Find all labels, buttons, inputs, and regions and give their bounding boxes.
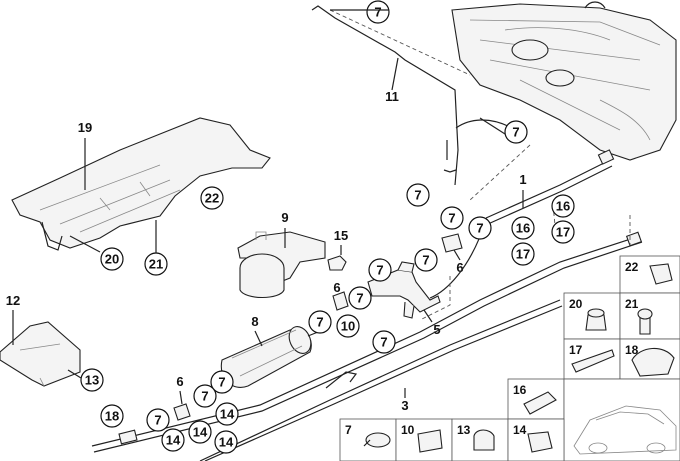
- part-label-9: 9: [281, 210, 288, 225]
- svg-text:14: 14: [193, 425, 208, 440]
- svg-text:7: 7: [512, 125, 519, 140]
- callout-14-a: 14: [215, 402, 239, 426]
- legend-label-22: 22: [625, 260, 639, 274]
- callout-21: 21: [144, 252, 168, 276]
- callout-20: 20: [100, 247, 124, 271]
- callout-16-a: 16: [551, 194, 575, 218]
- callout-7-f: 7: [308, 310, 332, 334]
- callout-7-i: 7: [193, 384, 217, 408]
- legend-part-icons: [363, 263, 675, 453]
- svg-text:7: 7: [476, 221, 483, 236]
- legend-label-17: 17: [569, 343, 583, 357]
- legend-labels: 22 20 21 17 18 16 7 10 13 14: [345, 260, 639, 437]
- callout-7-top: 7: [366, 0, 390, 24]
- svg-text:7: 7: [414, 188, 421, 203]
- part-label-1: 1: [519, 172, 526, 187]
- part-label-6c: 6: [176, 374, 183, 389]
- svg-text:17: 17: [556, 225, 570, 240]
- legend-label-10: 10: [401, 423, 415, 437]
- callout-7-d: 7: [368, 258, 392, 282]
- part-label-19: 19: [78, 120, 92, 135]
- filter-housing-9: [237, 231, 326, 299]
- svg-text:7: 7: [376, 263, 383, 278]
- legend-label-7: 7: [345, 423, 352, 437]
- fuel-tank-illustration: [451, 1, 677, 161]
- svg-text:7: 7: [448, 211, 455, 226]
- part-label-6b: 6: [456, 260, 463, 275]
- callout-10: 10: [336, 314, 360, 338]
- svg-text:7: 7: [374, 5, 381, 20]
- callout-7-vent: 7: [406, 183, 430, 207]
- svg-text:14: 14: [220, 407, 235, 422]
- svg-text:7: 7: [201, 389, 208, 404]
- callout-7-a: 7: [440, 206, 464, 230]
- fitting-right: [625, 231, 643, 247]
- svg-text:14: 14: [219, 435, 234, 450]
- part-label-3: 3: [401, 398, 408, 413]
- part-label-12: 12: [6, 293, 20, 308]
- legend-label-16: 16: [513, 383, 527, 397]
- svg-text:16: 16: [516, 221, 530, 236]
- callout-7-b: 7: [468, 216, 492, 240]
- clip-6c: [173, 403, 191, 421]
- underbody-shield-19: [11, 117, 271, 251]
- svg-text:18: 18: [105, 409, 119, 424]
- vent-line-11: [311, 5, 511, 186]
- tee-connector-5: [367, 261, 441, 319]
- callout-14-c: 14: [188, 420, 212, 444]
- svg-text:7: 7: [154, 413, 161, 428]
- svg-text:20: 20: [105, 252, 119, 267]
- legend-grid: [339, 255, 680, 461]
- callout-7-c: 7: [414, 248, 438, 272]
- legend-label-18: 18: [625, 343, 639, 357]
- svg-text:16: 16: [556, 199, 570, 214]
- fitting-left: [118, 429, 138, 445]
- callout-18: 18: [100, 404, 124, 428]
- part-label-6a: 6: [333, 280, 340, 295]
- bracket-12: [0, 321, 81, 387]
- legend-label-13: 13: [457, 423, 471, 437]
- clip-6a: [332, 291, 349, 311]
- callout-leaders: [67, 9, 506, 379]
- svg-text:7: 7: [380, 335, 387, 350]
- callout-7-e: 7: [348, 286, 372, 310]
- part-label-11: 11: [385, 89, 399, 104]
- svg-text:21: 21: [149, 257, 163, 272]
- part-label-15: 15: [334, 228, 348, 243]
- svg-text:14: 14: [166, 433, 181, 448]
- svg-text:22: 22: [205, 191, 219, 206]
- fitting-top: [597, 149, 615, 165]
- plug-15: [327, 255, 347, 271]
- part-label-8: 8: [251, 314, 258, 329]
- callout-7-tank: 7: [504, 120, 528, 144]
- callout-13: 13: [80, 368, 104, 392]
- callout-7-j: 7: [146, 408, 170, 432]
- callout-22: 22: [200, 186, 224, 210]
- callout-7-h: 7: [210, 370, 234, 394]
- svg-text:7: 7: [316, 315, 323, 330]
- callout-16-b: 16: [511, 216, 535, 240]
- callout-17-b: 17: [511, 242, 535, 266]
- svg-text:7: 7: [422, 253, 429, 268]
- car-silhouette: [573, 405, 677, 455]
- legend-label-14: 14: [513, 423, 527, 437]
- svg-text:13: 13: [85, 373, 99, 388]
- sleeve-6b: [441, 233, 463, 253]
- svg-text:7: 7: [356, 291, 363, 306]
- svg-text:17: 17: [516, 247, 530, 262]
- callout-17-a: 17: [551, 220, 575, 244]
- legend-label-21: 21: [625, 297, 639, 311]
- legend-label-20: 20: [569, 297, 583, 311]
- svg-text:7: 7: [218, 375, 225, 390]
- part-label-5: 5: [433, 322, 440, 337]
- callout-14-d: 14: [214, 430, 238, 454]
- svg-text:10: 10: [341, 319, 355, 334]
- callout-14-b: 14: [161, 428, 185, 452]
- callout-7-g: 7: [372, 330, 396, 354]
